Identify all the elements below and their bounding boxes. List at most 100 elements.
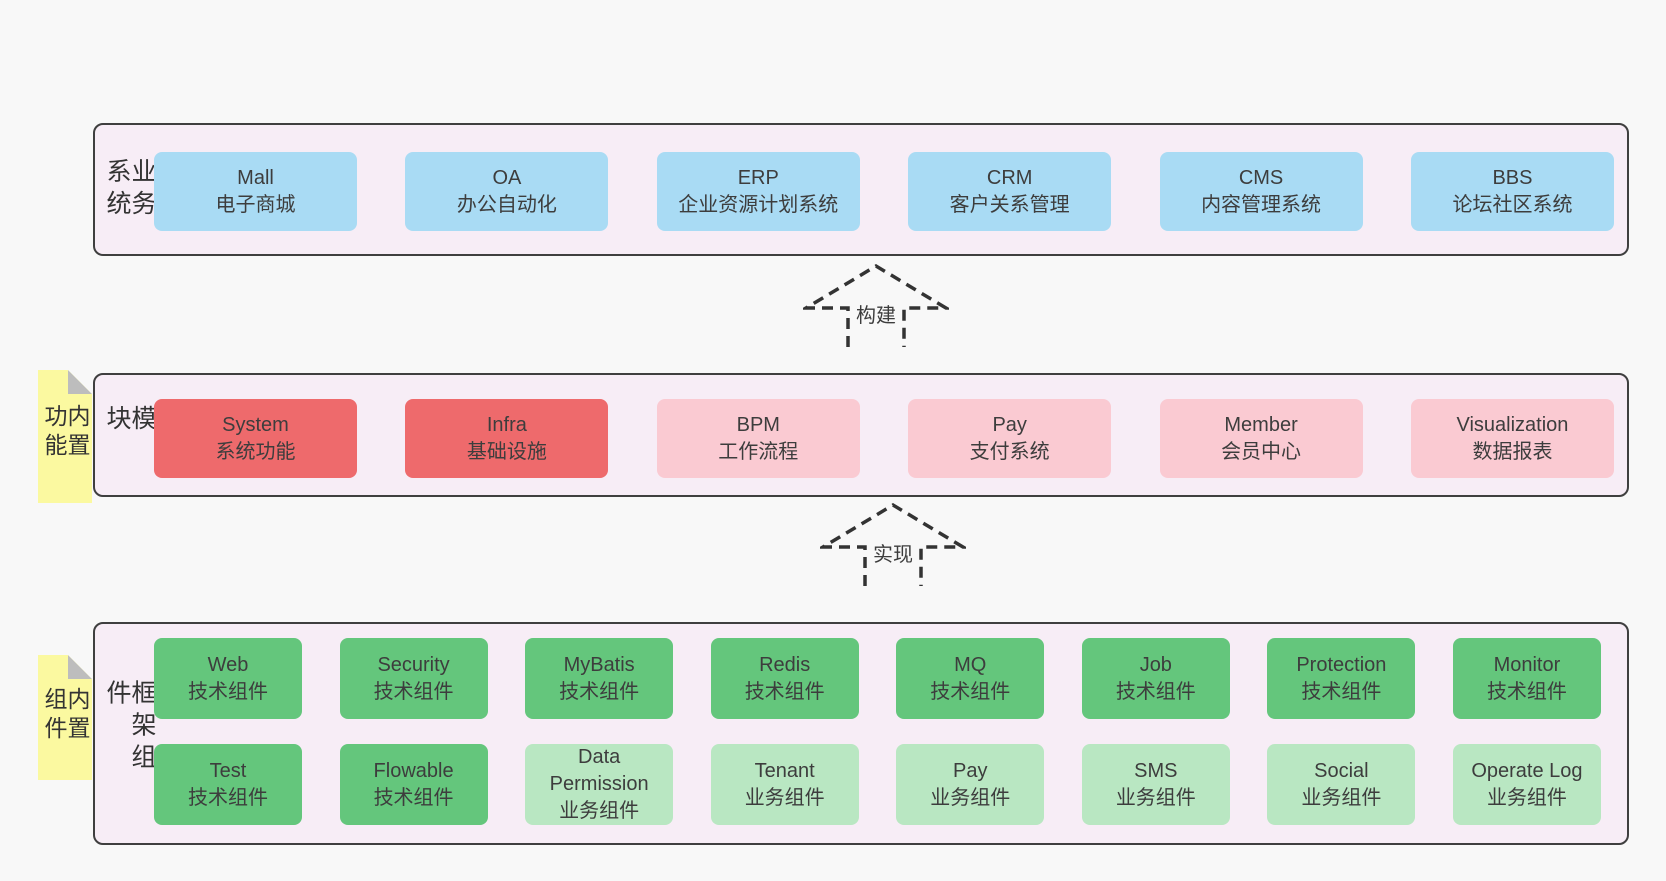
panel-common-modules: 通用模块 System 系统功能 Infra 基础设施 BPM 工作流程 Pay… — [93, 373, 1629, 497]
box-member: Member 会员中心 — [1159, 399, 1363, 478]
box-job: Job 技术组件 — [1081, 638, 1230, 719]
box-title: CRM — [986, 166, 1033, 189]
box-bbs: BBS 论坛社区系统 — [1410, 152, 1614, 231]
box-title: Visualization — [1456, 413, 1569, 436]
box-title: SMS — [1134, 759, 1178, 782]
framework-components-row-2: Test 技术组件 Flowable 技术组件 Data Permission … — [154, 744, 1601, 825]
box-subtitle: 技术组件 — [559, 680, 640, 703]
box-subtitle: 客户关系管理 — [949, 193, 1070, 216]
box-title: CMS — [1238, 166, 1284, 189]
box-mall: Mall 电子商城 — [154, 152, 357, 231]
box-data-permission: Data Permission 业务组件 — [525, 744, 674, 825]
box-subtitle: 支付系统 — [969, 440, 1050, 463]
box-title: Protection — [1296, 653, 1387, 676]
box-subtitle: 业务组件 — [1486, 786, 1567, 809]
box-title: Mall — [237, 166, 274, 189]
box-title: Infra — [486, 413, 527, 436]
box-subtitle: 办公自动化 — [456, 193, 557, 216]
box-title: Security — [377, 653, 450, 676]
box-title: Operate Log — [1471, 759, 1583, 782]
box-title: System — [222, 413, 289, 436]
box-cms: CMS 内容管理系统 — [1159, 152, 1363, 231]
box-title: OA — [492, 166, 522, 189]
box-subtitle: 技术组件 — [930, 680, 1011, 703]
box-subtitle: 业务组件 — [930, 786, 1011, 809]
box-subtitle: 基础设施 — [466, 440, 547, 463]
box-subtitle: 技术组件 — [373, 786, 454, 809]
box-title: Test — [209, 759, 247, 782]
box-subtitle: 业务组件 — [744, 786, 825, 809]
box-crm: CRM 客户关系管理 — [908, 152, 1112, 231]
box-subtitle: 技术组件 — [1115, 680, 1196, 703]
box-subtitle: 数据报表 — [1472, 440, 1553, 463]
box-flowable: Flowable 技术组件 — [339, 744, 488, 825]
box-system: System 系统功能 — [154, 399, 357, 478]
box-security: Security 技术组件 — [339, 638, 488, 719]
fold-corner — [68, 370, 92, 394]
box-subtitle: 电子商城 — [215, 193, 296, 216]
sticky-note-builtin-components: 内置组件 — [38, 655, 92, 780]
box-title: Monitor — [1493, 653, 1561, 676]
box-title: MQ — [954, 653, 987, 676]
box-pay-component: Pay 业务组件 — [896, 744, 1045, 825]
box-subtitle: 业务组件 — [1301, 786, 1382, 809]
box-test: Test 技术组件 — [154, 744, 302, 825]
business-systems-row: Mall 电子商城 OA 办公自动化 ERP 企业资源计划系统 CRM 客户关系… — [154, 152, 1614, 231]
panel-vertical-label: 业务系统 — [103, 157, 156, 222]
box-subtitle: 技术组件 — [1301, 680, 1382, 703]
up-arrow-icon — [820, 502, 966, 586]
box-mybatis: MyBatis 技术组件 — [525, 638, 674, 719]
box-title: BPM — [736, 413, 780, 436]
implement-arrow: 实现 — [820, 502, 966, 586]
sticky-note-label: 内置功能 — [41, 403, 90, 462]
fold-corner — [68, 655, 92, 679]
box-subtitle: 内容管理系统 — [1201, 193, 1322, 216]
framework-components-row-1: Web 技术组件 Security 技术组件 MyBatis 技术组件 Redi… — [154, 638, 1601, 719]
box-operate-log: Operate Log 业务组件 — [1452, 744, 1601, 825]
sticky-note-label: 内置组件 — [41, 686, 90, 745]
box-sms: SMS 业务组件 — [1081, 744, 1230, 825]
panel-vertical-label: 框架组件 — [103, 678, 156, 775]
implement-arrow-label: 实现 — [871, 538, 915, 567]
box-title: Tenant — [754, 759, 815, 782]
box-title: Web — [207, 653, 249, 676]
box-protection: Protection 技术组件 — [1267, 638, 1416, 719]
panel-business-systems: 业务系统 Mall 电子商城 OA 办公自动化 ERP 企业资源计划系统 CRM… — [93, 123, 1629, 256]
panel-framework-components: 框架组件 Web 技术组件 Security 技术组件 MyBatis 技术组件… — [93, 622, 1629, 845]
box-title: Pay — [953, 759, 988, 782]
box-subtitle: 技术组件 — [1486, 680, 1567, 703]
box-visualization: Visualization 数据报表 — [1410, 399, 1614, 478]
box-title: Member — [1224, 413, 1298, 436]
sticky-note-builtin-features: 内置功能 — [38, 370, 92, 503]
common-modules-row: System 系统功能 Infra 基础设施 BPM 工作流程 Pay 支付系统… — [154, 399, 1614, 478]
box-subtitle: 会员中心 — [1221, 440, 1302, 463]
box-subtitle: 业务组件 — [1115, 786, 1196, 809]
box-subtitle: 企业资源计划系统 — [678, 193, 839, 216]
box-title: Flowable — [373, 759, 454, 782]
box-pay-system: Pay 支付系统 — [908, 399, 1112, 478]
box-web: Web 技术组件 — [154, 638, 302, 719]
box-social: Social 业务组件 — [1267, 744, 1416, 825]
box-subtitle: 业务组件 — [559, 800, 640, 822]
build-arrow-label: 构建 — [854, 299, 898, 328]
box-subtitle: 技术组件 — [373, 680, 454, 703]
box-subtitle: 技术组件 — [188, 680, 268, 703]
box-bpm: BPM 工作流程 — [656, 399, 860, 478]
box-subtitle: 工作流程 — [718, 440, 799, 463]
box-title: Social — [1314, 759, 1369, 782]
box-subtitle: 技术组件 — [744, 680, 825, 703]
box-subtitle: 技术组件 — [188, 786, 268, 809]
box-title: BBS — [1492, 166, 1533, 189]
box-title: Redis — [759, 653, 811, 676]
box-tenant: Tenant 业务组件 — [710, 744, 859, 825]
build-arrow: 构建 — [803, 263, 949, 347]
box-mq: MQ 技术组件 — [896, 638, 1045, 719]
box-title: Data Permission — [549, 746, 649, 795]
box-subtitle: 论坛社区系统 — [1452, 193, 1573, 216]
box-infra: Infra 基础设施 — [405, 399, 609, 478]
box-title: ERP — [737, 166, 779, 189]
box-title: Job — [1139, 653, 1172, 676]
box-title: Pay — [992, 413, 1027, 436]
box-redis: Redis 技术组件 — [710, 638, 859, 719]
box-erp: ERP 企业资源计划系统 — [656, 152, 860, 231]
